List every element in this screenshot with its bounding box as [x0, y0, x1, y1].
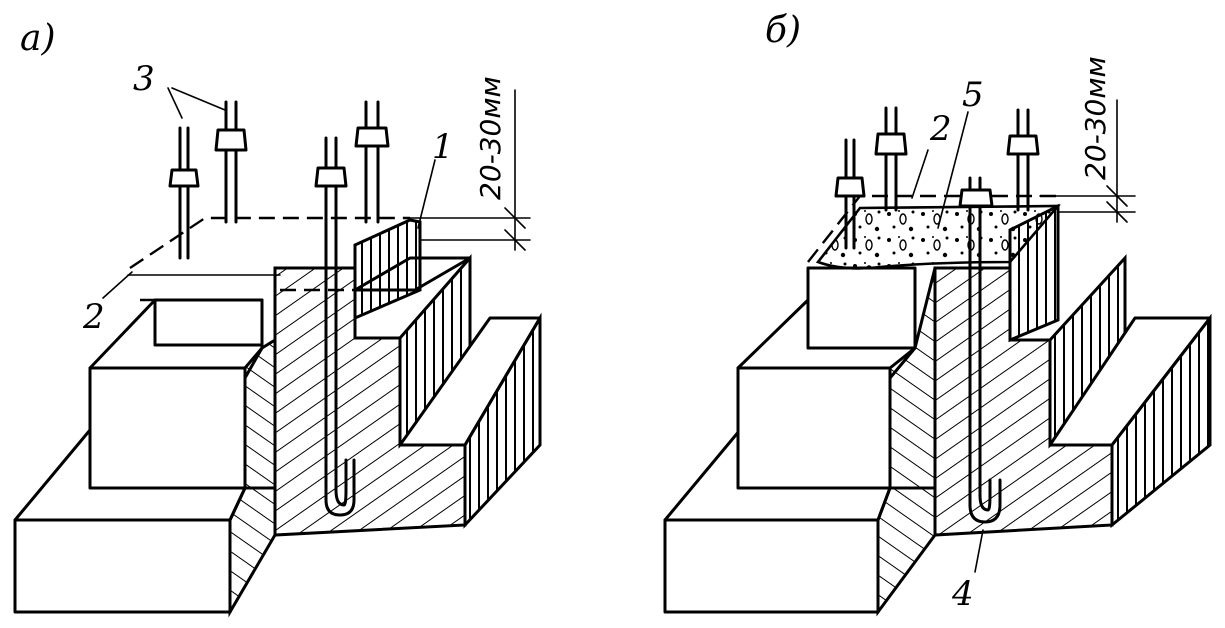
bolt-hooked	[314, 136, 356, 517]
callout-plate-label: 1	[432, 127, 454, 167]
panel-b-letter: б)	[765, 10, 801, 51]
upper-wall-front	[153, 298, 264, 347]
panel-a-dimension: 20-30мм	[409, 76, 531, 251]
panel-a-foundation	[13, 216, 542, 618]
panel-b-foundation	[663, 194, 1212, 617]
panel-a-letter: а)	[20, 18, 56, 59]
upper-wall-front	[806, 266, 917, 350]
callout-grout-label: 5	[962, 75, 984, 115]
panel-a-callouts: 3 2 1	[82, 59, 454, 337]
callout-bed-label: 2	[82, 297, 105, 337]
dimension-label: 20-30мм	[474, 76, 507, 200]
bottom-step-front-right	[228, 486, 277, 618]
panel-b-callouts: 2 5 4	[911, 75, 984, 614]
middle-step-cut	[243, 337, 277, 490]
bolt-4	[354, 100, 390, 224]
bottom-step-front-right	[876, 486, 937, 617]
callout-bolts-label: 3	[133, 59, 155, 99]
callout-bed-label: 2	[929, 109, 952, 149]
right-lower-side	[463, 312, 542, 529]
bed-outline	[129, 216, 410, 302]
panel-b: б)	[663, 10, 1212, 617]
base-plate	[353, 218, 422, 321]
right-lower-side	[1110, 313, 1212, 529]
bolt-4	[1006, 108, 1040, 212]
panel-b-bolts	[834, 106, 1040, 524]
bolt-1	[834, 138, 866, 250]
middle-step-front	[88, 366, 247, 490]
middle-step-front	[736, 366, 892, 490]
bolt-1	[168, 126, 200, 260]
bottom-step-front	[663, 518, 880, 614]
bolt-2	[874, 106, 908, 212]
panel-b-dimension: 20-30мм	[1039, 56, 1136, 223]
bottom-step-front	[13, 518, 232, 614]
dimension-label: 20-30мм	[1079, 56, 1112, 180]
bolt-2	[214, 100, 248, 224]
callout-anchor-label: 4	[951, 574, 974, 614]
bolt-hooked	[958, 176, 1002, 524]
panel-a: а)	[13, 18, 542, 618]
panel-a-bolts	[168, 100, 390, 517]
grout-layer	[815, 204, 1061, 270]
